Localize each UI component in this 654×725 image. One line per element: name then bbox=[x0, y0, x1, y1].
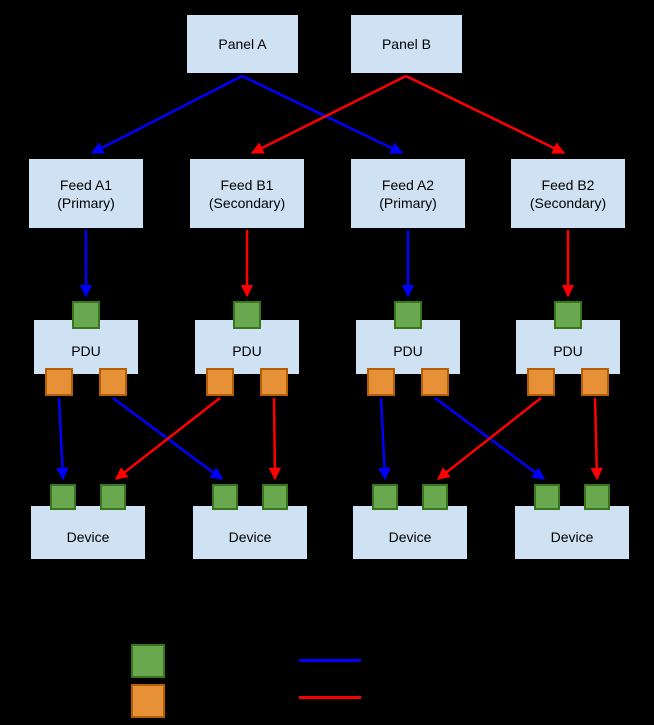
pdu-4-output-port-left-icon bbox=[527, 368, 555, 396]
device-1-input-port-primary-icon bbox=[50, 484, 76, 510]
pdu-3-output-port-right-icon bbox=[421, 368, 449, 396]
node-device-2: Device bbox=[192, 505, 308, 560]
node-feed-a1: Feed A1 (Primary) bbox=[28, 158, 144, 229]
arrow-pdu-4-to-device-3 bbox=[437, 397, 542, 480]
node-feed-a2: Feed A2 (Primary) bbox=[350, 158, 466, 229]
node-panel-a-label: Panel A bbox=[218, 36, 267, 52]
arrow-pdu-3-to-device-3 bbox=[378, 397, 391, 481]
node-feed-b1-label: Feed B1 bbox=[220, 176, 274, 193]
arrow-pdu-1-to-device-1 bbox=[56, 397, 69, 481]
node-feed-a1-sublabel: (Primary) bbox=[57, 194, 115, 211]
node-pdu-1-label: PDU bbox=[71, 343, 101, 359]
pdu-3-input-port-icon bbox=[394, 301, 422, 329]
node-device-4-label: Device bbox=[550, 529, 594, 545]
device-3-input-port-primary-icon bbox=[372, 484, 398, 510]
legend-input-port-swatch bbox=[131, 644, 165, 678]
node-feed-b1: Feed B1 (Secondary) bbox=[189, 158, 305, 229]
legend-primary-line bbox=[299, 659, 361, 662]
pdu-1-output-port-left-icon bbox=[45, 368, 73, 396]
pdu-2-output-port-right-icon bbox=[260, 368, 288, 396]
pdu-4-output-port-right-icon bbox=[581, 368, 609, 396]
node-device-2-label: Device bbox=[228, 529, 272, 545]
node-panel-b: Panel B bbox=[350, 14, 463, 74]
node-pdu-1: PDU bbox=[33, 319, 139, 375]
device-1-input-port-secondary-icon bbox=[100, 484, 126, 510]
node-panel-b-label: Panel B bbox=[381, 36, 432, 52]
node-pdu-4: PDU bbox=[515, 319, 621, 375]
legend-output-port-swatch bbox=[131, 684, 165, 718]
node-device-1-label: Device bbox=[66, 529, 110, 545]
arrow-pdu-1-to-device-2 bbox=[112, 396, 224, 481]
node-feed-a2-sublabel: (Primary) bbox=[379, 194, 437, 211]
arrow-pdu-4-to-device-4 bbox=[590, 397, 603, 481]
arrow-pdu-3-to-device-4 bbox=[434, 396, 546, 481]
node-device-4: Device bbox=[514, 505, 630, 560]
arrow-panel-b-to-feed-b2 bbox=[405, 74, 566, 155]
node-feed-b2-label: Feed B2 bbox=[541, 176, 595, 193]
legend-secondary-line bbox=[299, 696, 361, 699]
device-2-input-port-primary-icon bbox=[212, 484, 238, 510]
arrow-panel-b-to-feed-b1 bbox=[250, 74, 407, 155]
node-feed-b1-sublabel: (Secondary) bbox=[208, 194, 286, 211]
device-4-input-port-secondary-icon bbox=[584, 484, 610, 510]
arrow-panel-a-to-feed-a1 bbox=[90, 74, 243, 155]
node-device-3-label: Device bbox=[388, 529, 432, 545]
node-pdu-4-label: PDU bbox=[553, 343, 583, 359]
device-3-input-port-secondary-icon bbox=[422, 484, 448, 510]
node-feed-a1-label: Feed A1 bbox=[59, 176, 113, 193]
node-device-1: Device bbox=[30, 505, 146, 560]
node-feed-a2-label: Feed A2 bbox=[381, 176, 435, 193]
arrow-pdu-2-to-device-1 bbox=[115, 397, 221, 480]
node-pdu-2-label: PDU bbox=[232, 343, 262, 359]
node-pdu-3-label: PDU bbox=[393, 343, 423, 359]
device-4-input-port-primary-icon bbox=[534, 484, 560, 510]
pdu-3-output-port-left-icon bbox=[367, 368, 395, 396]
node-feed-b2-sublabel: (Secondary) bbox=[529, 194, 607, 211]
arrow-panel-a-to-feed-a2 bbox=[241, 74, 404, 155]
pdu-2-output-port-left-icon bbox=[206, 368, 234, 396]
pdu-2-input-port-icon bbox=[233, 301, 261, 329]
node-feed-b2: Feed B2 (Secondary) bbox=[510, 158, 626, 229]
pdu-1-output-port-right-icon bbox=[99, 368, 127, 396]
device-2-input-port-secondary-icon bbox=[262, 484, 288, 510]
node-device-3: Device bbox=[352, 505, 468, 560]
pdu-1-input-port-icon bbox=[72, 301, 100, 329]
pdu-4-input-port-icon bbox=[554, 301, 582, 329]
node-panel-a: Panel A bbox=[186, 14, 299, 74]
arrow-pdu-2-to-device-2 bbox=[268, 397, 282, 481]
